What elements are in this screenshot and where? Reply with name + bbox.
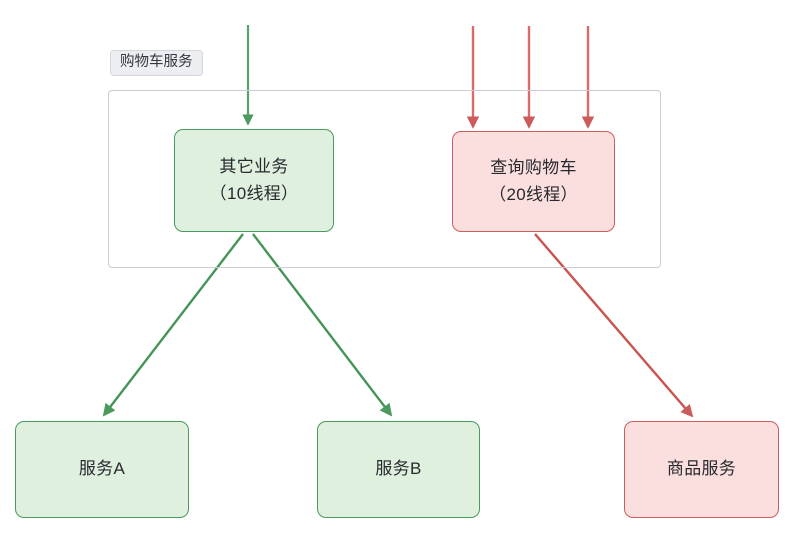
node-product-service[interactable]: 商品服务 — [624, 421, 779, 518]
node-query-shopping-cart-line2: （20线程） — [489, 184, 578, 204]
node-other-business-line2: （10线程） — [209, 183, 299, 203]
node-service-a[interactable]: 服务A — [15, 421, 189, 518]
node-query-shopping-cart-line1: 查询购物车 — [490, 158, 577, 178]
node-service-a-label: 服务A — [78, 459, 126, 479]
node-service-b-label: 服务B — [375, 459, 422, 479]
node-service-b[interactable]: 服务B — [317, 421, 480, 518]
node-other-business-line1: 其它业务 — [219, 157, 289, 177]
subgraph-label-shopping-cart-service: 购物车服务 — [110, 50, 203, 77]
node-other-business[interactable]: 其它业务 （10线程） — [174, 129, 334, 232]
node-product-service-label: 商品服务 — [666, 459, 737, 479]
node-query-shopping-cart[interactable]: 查询购物车 （20线程） — [452, 131, 615, 232]
subgraph-container-shopping-cart-service — [108, 90, 661, 268]
